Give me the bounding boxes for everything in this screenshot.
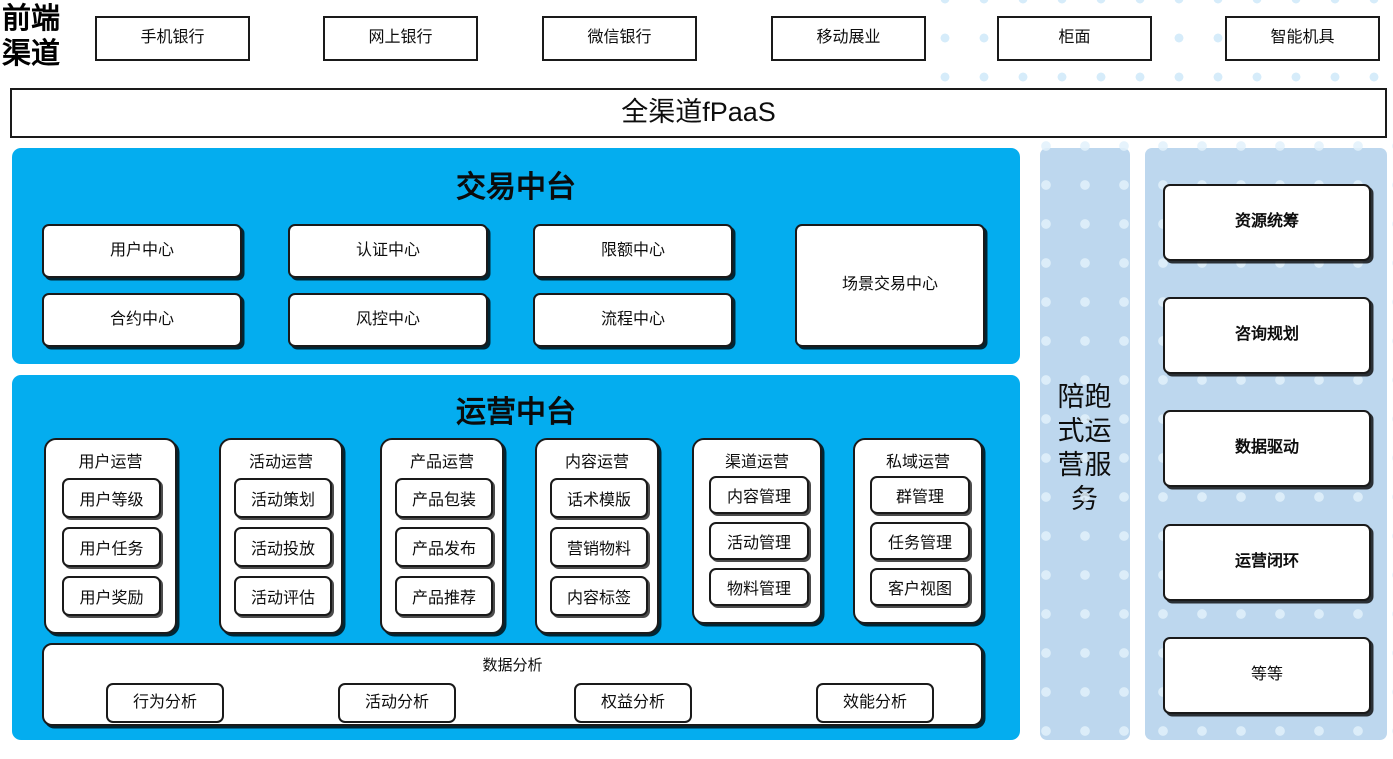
op-item-campaign-delivery[interactable]: 活动投放 xyxy=(234,527,332,567)
capability-data-driven[interactable]: 数据驱动 xyxy=(1163,410,1371,487)
op-column-title: 活动运营 xyxy=(248,454,313,471)
channel-box-smart-device[interactable]: 智能机具 xyxy=(1225,16,1380,61)
op-column-title: 私域运营 xyxy=(885,454,950,471)
op-item-content-tag[interactable]: 内容标签 xyxy=(550,576,648,616)
op-item-marketing-material[interactable]: 营销物料 xyxy=(550,527,648,567)
capability-operation-closed-loop[interactable]: 运营闭环 xyxy=(1163,524,1371,601)
op-item-script-template[interactable]: 话术模版 xyxy=(550,478,648,518)
op-column-campaign-operation[interactable]: 活动运营 活动策划 活动投放 活动评估 xyxy=(219,438,343,634)
trade-node-user-center[interactable]: 用户中心 xyxy=(42,224,242,278)
trade-node-limit-center[interactable]: 限额中心 xyxy=(533,224,733,278)
op-item-user-reward[interactable]: 用户奖励 xyxy=(62,576,161,616)
operation-center-title: 运营中台 xyxy=(456,396,576,429)
op-column-product-operation[interactable]: 产品运营 产品包装 产品发布 产品推荐 xyxy=(380,438,504,634)
op-column-channel-operation[interactable]: 渠道运营 内容管理 活动管理 物料管理 xyxy=(692,438,822,624)
op-item-user-level[interactable]: 用户等级 xyxy=(62,478,161,518)
op-item-material-management[interactable]: 物料管理 xyxy=(709,568,809,606)
op-item-customer-view[interactable]: 客户视图 xyxy=(870,568,970,606)
op-item-campaign-management[interactable]: 活动管理 xyxy=(709,522,809,560)
trade-node-risk-center[interactable]: 风控中心 xyxy=(288,293,488,347)
op-item-campaign-planning[interactable]: 活动策划 xyxy=(234,478,332,518)
op-item-task-management[interactable]: 任务管理 xyxy=(870,522,970,560)
data-analysis-item-campaign[interactable]: 活动分析 xyxy=(338,683,456,723)
capability-resource-coordination[interactable]: 资源统筹 xyxy=(1163,184,1371,261)
op-item-group-management[interactable]: 群管理 xyxy=(870,476,970,514)
data-analysis-band[interactable]: 数据分析 行为分析 活动分析 权益分析 效能分析 xyxy=(42,643,983,726)
trade-node-contract-center[interactable]: 合约中心 xyxy=(42,293,242,347)
capability-etc[interactable]: 等等 xyxy=(1163,637,1371,714)
op-column-title: 产品运营 xyxy=(409,454,474,471)
op-item-product-packaging[interactable]: 产品包装 xyxy=(395,478,493,518)
op-item-user-task[interactable]: 用户任务 xyxy=(62,527,161,567)
op-item-campaign-evaluation[interactable]: 活动评估 xyxy=(234,576,332,616)
accompanying-service-label-line2: 式运 xyxy=(1057,416,1112,446)
op-column-private-domain-operation[interactable]: 私域运营 群管理 任务管理 客户视图 xyxy=(853,438,983,624)
op-item-content-management[interactable]: 内容管理 xyxy=(709,476,809,514)
channel-box-counter[interactable]: 柜面 xyxy=(997,16,1152,61)
trade-center-title: 交易中台 xyxy=(456,171,576,204)
op-column-user-operation[interactable]: 用户运营 用户等级 用户任务 用户奖励 xyxy=(44,438,177,634)
data-analysis-item-efficiency[interactable]: 效能分析 xyxy=(816,683,934,723)
fpaas-bar[interactable]: 全渠道fPaaS xyxy=(10,88,1387,138)
front-end-channel-label: 前端 渠道 xyxy=(2,2,90,74)
channel-box-wechat-bank[interactable]: 微信银行 xyxy=(542,16,697,61)
trade-node-scene-transaction-center[interactable]: 场景交易中心 xyxy=(795,224,985,347)
trade-node-process-center[interactable]: 流程中心 xyxy=(533,293,733,347)
capability-consulting-planning[interactable]: 咨询规划 xyxy=(1163,297,1371,374)
front-end-channel-label-line1: 前端 xyxy=(2,3,61,35)
op-column-content-operation[interactable]: 内容运营 话术模版 营销物料 内容标签 xyxy=(535,438,659,634)
accompanying-service-label-line3: 营服 xyxy=(1057,450,1112,480)
op-column-title: 用户运营 xyxy=(78,454,143,471)
trade-node-auth-center[interactable]: 认证中心 xyxy=(288,224,488,278)
op-column-title: 内容运营 xyxy=(564,454,629,471)
data-analysis-title: 数据分析 xyxy=(482,657,543,674)
op-item-product-recommend[interactable]: 产品推荐 xyxy=(395,576,493,616)
accompanying-service-label-line1: 陪跑 xyxy=(1057,382,1112,412)
channel-box-mobile-field[interactable]: 移动展业 xyxy=(771,16,926,61)
channel-box-online-bank[interactable]: 网上银行 xyxy=(323,16,478,61)
front-end-channel-label-line2: 渠道 xyxy=(2,38,61,70)
accompanying-service-label-line4: 务 xyxy=(1071,484,1098,514)
accompanying-service-label: 陪跑 式运 营服 务 xyxy=(1042,380,1127,516)
op-item-product-release[interactable]: 产品发布 xyxy=(395,527,493,567)
data-analysis-item-behavior[interactable]: 行为分析 xyxy=(106,683,224,723)
op-column-title: 渠道运营 xyxy=(724,454,789,471)
channel-box-mobile-bank[interactable]: 手机银行 xyxy=(95,16,250,61)
data-analysis-item-benefit[interactable]: 权益分析 xyxy=(574,683,692,723)
